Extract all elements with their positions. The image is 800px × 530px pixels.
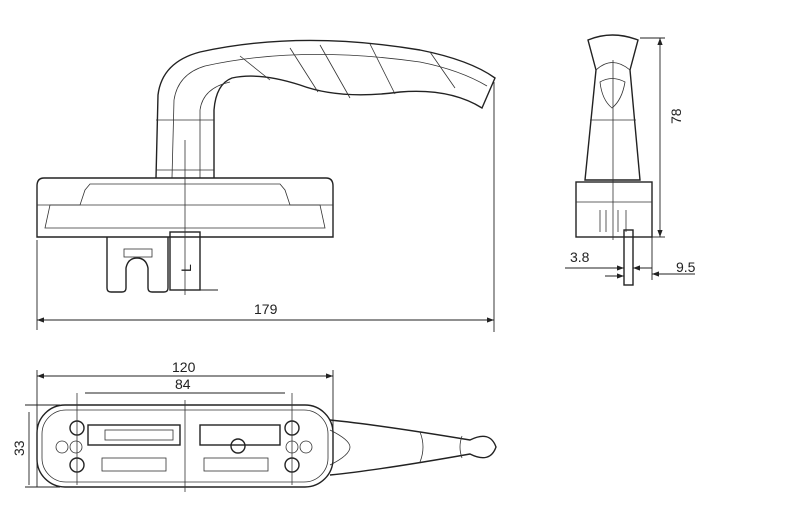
dimension-base-length: 120 xyxy=(36,359,334,487)
side-view: 78 3.8 9.5 xyxy=(565,34,696,286)
spindle-length-label: L xyxy=(178,264,194,272)
dim-179: 179 xyxy=(254,301,278,317)
front-spindle-block: L xyxy=(106,140,218,295)
dimension-spindle-projection: 9.5 xyxy=(605,237,696,280)
front-lever xyxy=(155,39,496,179)
dim-33: 33 xyxy=(11,440,27,456)
dimension-spindle-offset: 3.8 xyxy=(565,249,652,271)
dimension-overall-width: 179 xyxy=(36,82,495,332)
front-view: L 179 xyxy=(36,39,496,332)
dim-78: 78 xyxy=(668,108,684,124)
bottom-view: 120 84 33 xyxy=(11,359,497,492)
dim-84: 84 xyxy=(175,376,191,392)
dimension-hole-spacing: 84 xyxy=(85,376,285,394)
dimension-height: 78 xyxy=(640,37,684,238)
dimension-base-width: 33 xyxy=(11,404,60,488)
dim-3-8: 3.8 xyxy=(570,249,590,265)
mounting-holes xyxy=(55,420,313,473)
dim-9-5: 9.5 xyxy=(676,259,696,275)
dim-120: 120 xyxy=(172,359,196,375)
